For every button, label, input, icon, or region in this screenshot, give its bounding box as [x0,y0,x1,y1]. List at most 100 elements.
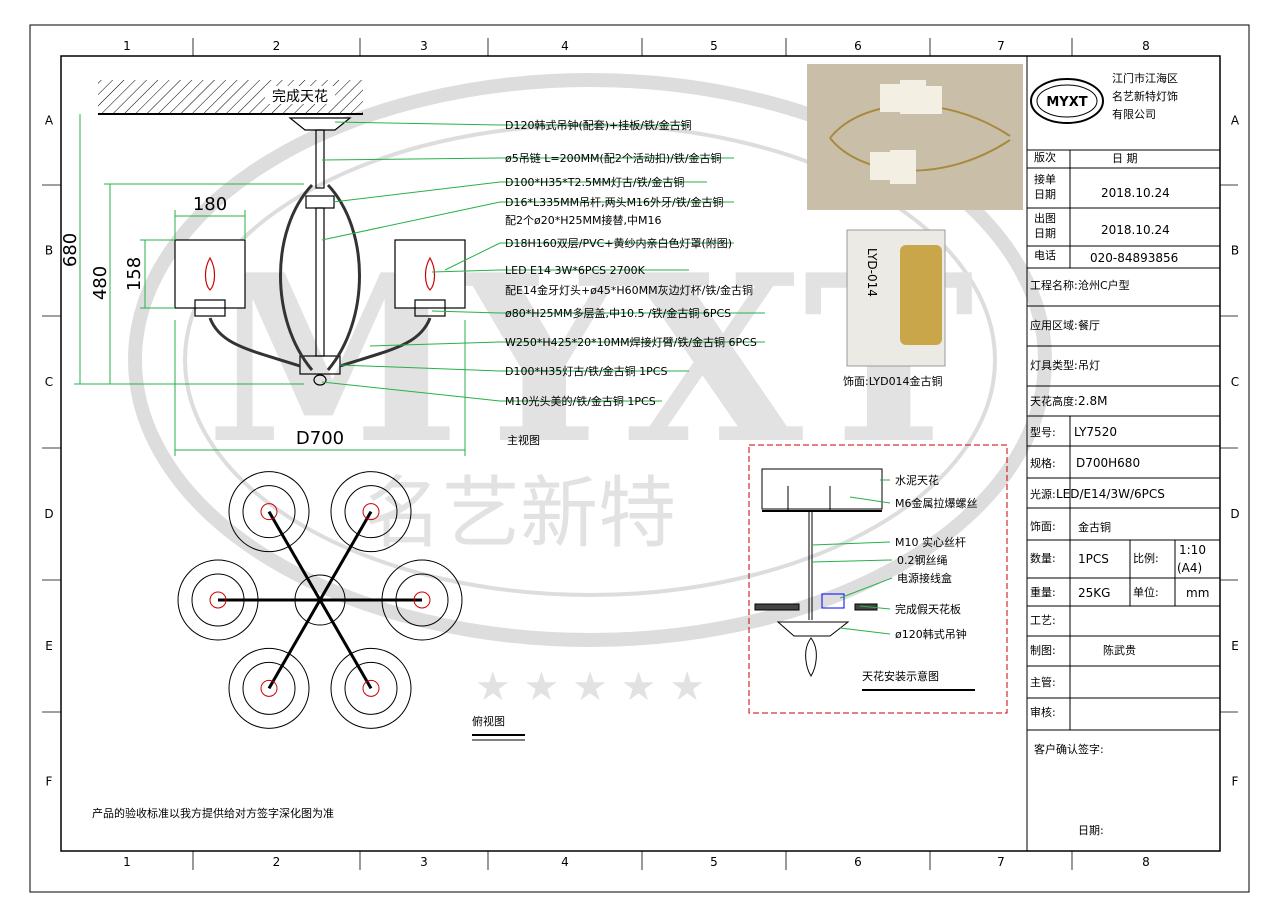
top-view-bulb [260,679,278,697]
arm-left [208,317,301,368]
front-view-chandelier [174,117,466,386]
light-value: LED/E14/3W/6PCS [1056,487,1165,501]
top-view-cup [344,485,398,539]
scale-label: 比例: [1133,552,1159,565]
light-label: 光源: [1030,488,1056,501]
shade-left [174,239,246,309]
callout-1: D120韩式吊钟(配套)+挂板/铁/金古铜 [505,118,692,132]
type-value: 吊灯 [1078,359,1100,372]
callout-5: 配2个ø20*H25MM接替,中M16 [505,213,661,227]
install-label-4: 0.2钢丝绳 [897,553,948,567]
company-name-2: 名艺新特灯饰 [1112,90,1178,103]
arm-right [339,317,432,368]
callout-12: M10光头美的/铁/金古铜 1PCS [505,394,656,408]
callout-4: D16*L335MM吊杆,两头M16外牙/铁/金古铜 [505,195,723,209]
drafter-value: 陈武贵 [1103,644,1136,657]
grid-col-label-bottom-3: 3 [420,855,428,869]
top-view-bulb [362,503,380,521]
ceiling-height-label: 天花高度: [1030,395,1078,408]
dim-total-height: 680 [60,233,81,267]
finish-value: 金古铜 [1078,521,1111,534]
ceiling-height-value: 2.8M [1078,394,1108,408]
acceptance-note: 产品的验收标准以我方提供给对方签字深化图为准 [92,806,334,820]
grid-col-label-top-2: 2 [273,39,281,53]
ceiling-label: 完成天花 [272,89,328,105]
grid-col-label-top-3: 3 [420,39,428,53]
top-view-cup [191,573,245,627]
grid-row-label-left-B: B [45,244,53,258]
spec-value: D700H680 [1076,456,1141,470]
callout-leaders [321,121,765,402]
weight-value: 25KG [1078,586,1111,600]
install-label-7: ø120韩式吊钟 [895,627,967,641]
grid-col-label-bottom-1: 1 [123,855,131,869]
unit-value: mm [1186,586,1210,600]
issued-label: 出图日期 [1034,212,1056,240]
top-view-cup [242,661,296,715]
unit-label: 单位: [1133,586,1159,599]
install-title: 天花安装示意图 [862,669,939,683]
qty-value: 1PCS [1078,552,1109,566]
top-view-shade [177,559,259,641]
watermark-star-row: ★ ★ ★ ★ ★ [475,664,705,710]
grid-col-label-bottom-8: 8 [1142,855,1150,869]
grid-col-label-top-1: 1 [123,39,131,53]
cage-left [279,183,314,371]
scale-value: 1:10 [1179,543,1206,557]
inner-frame [60,55,1221,852]
top-view-bulb [362,679,380,697]
grid-row-label-left-E: E [45,639,53,653]
bulb-left-icon [204,256,216,291]
cup-right [414,299,446,317]
finish-swatch: LYD-014 [846,229,946,367]
callout-3: D100*H35*T2.5MM灯古/铁/金古铜 [505,175,684,189]
model-label: 型号: [1030,426,1056,439]
project-label: 工程名称: [1030,279,1078,292]
top-view [177,471,463,729]
callout-6: D18H160双层/PVC+黄纱内亲白色灯罩(附图) [505,236,732,250]
scale-value-2: (A4) [1177,561,1203,575]
canopy [288,117,352,131]
finish-swatch-code: LYD-014 [865,248,879,297]
finial [313,374,327,386]
top-view-bulb [260,503,278,521]
top-view-cup [344,661,398,715]
grid-row-label-left-C: C [45,375,53,389]
project-value: 沧州C户型 [1078,279,1130,292]
grid-row-label-right-F: F [1232,775,1239,789]
type-label: 灯具类型: [1030,359,1078,372]
drafter-label: 制图: [1030,644,1056,657]
finish-swatch-label: 饰面:LYD014金古铜 [843,374,943,388]
product-photo [807,64,1023,210]
front-view-title: 主视图 [507,433,540,447]
grid-col-label-top-5: 5 [710,39,718,53]
date-header: 日 期 [1112,152,1138,165]
company-name-1: 江门市江海区 [1112,72,1178,85]
reviewer-label: 审核: [1030,706,1056,719]
install-label-5: 电源接线盒 [897,571,952,585]
grid-col-label-bottom-6: 6 [854,855,862,869]
top-view-cup [242,485,296,539]
grid-row-label-right-A: A [1231,114,1240,128]
top-view-shade [228,471,310,553]
grid-col-label-top-7: 7 [997,39,1005,53]
grid-col-label-bottom-7: 7 [997,855,1005,869]
chain [315,129,325,189]
received-date: 2018.10.24 [1101,186,1170,200]
callout-10: W250*H425*20*10MM焊接灯臂/铁/金古铜 6PCS [505,335,757,349]
callout-8: 配E14金牙灯头+ø45*H60MM灰边灯杯/铁/金古铜 [505,283,753,297]
dim-shade-height: 158 [124,257,145,291]
callout-7: LED E14 3W*6PCS 2700K [505,264,646,277]
install-label-1: 水泥天花 [895,474,939,487]
top-view-bulb [413,591,431,609]
grid-row-label-left-D: D [44,507,53,521]
top-view-shade [330,647,412,729]
area-label: 应用区域: [1030,319,1078,332]
grid-row-label-right-E: E [1231,639,1239,653]
spec-label: 规格: [1030,457,1056,470]
finish-label: 饰面: [1030,520,1056,533]
bulb-right-icon [424,256,436,291]
phone-value: 020-84893856 [1090,251,1179,265]
craft-label: 工艺: [1030,614,1056,627]
